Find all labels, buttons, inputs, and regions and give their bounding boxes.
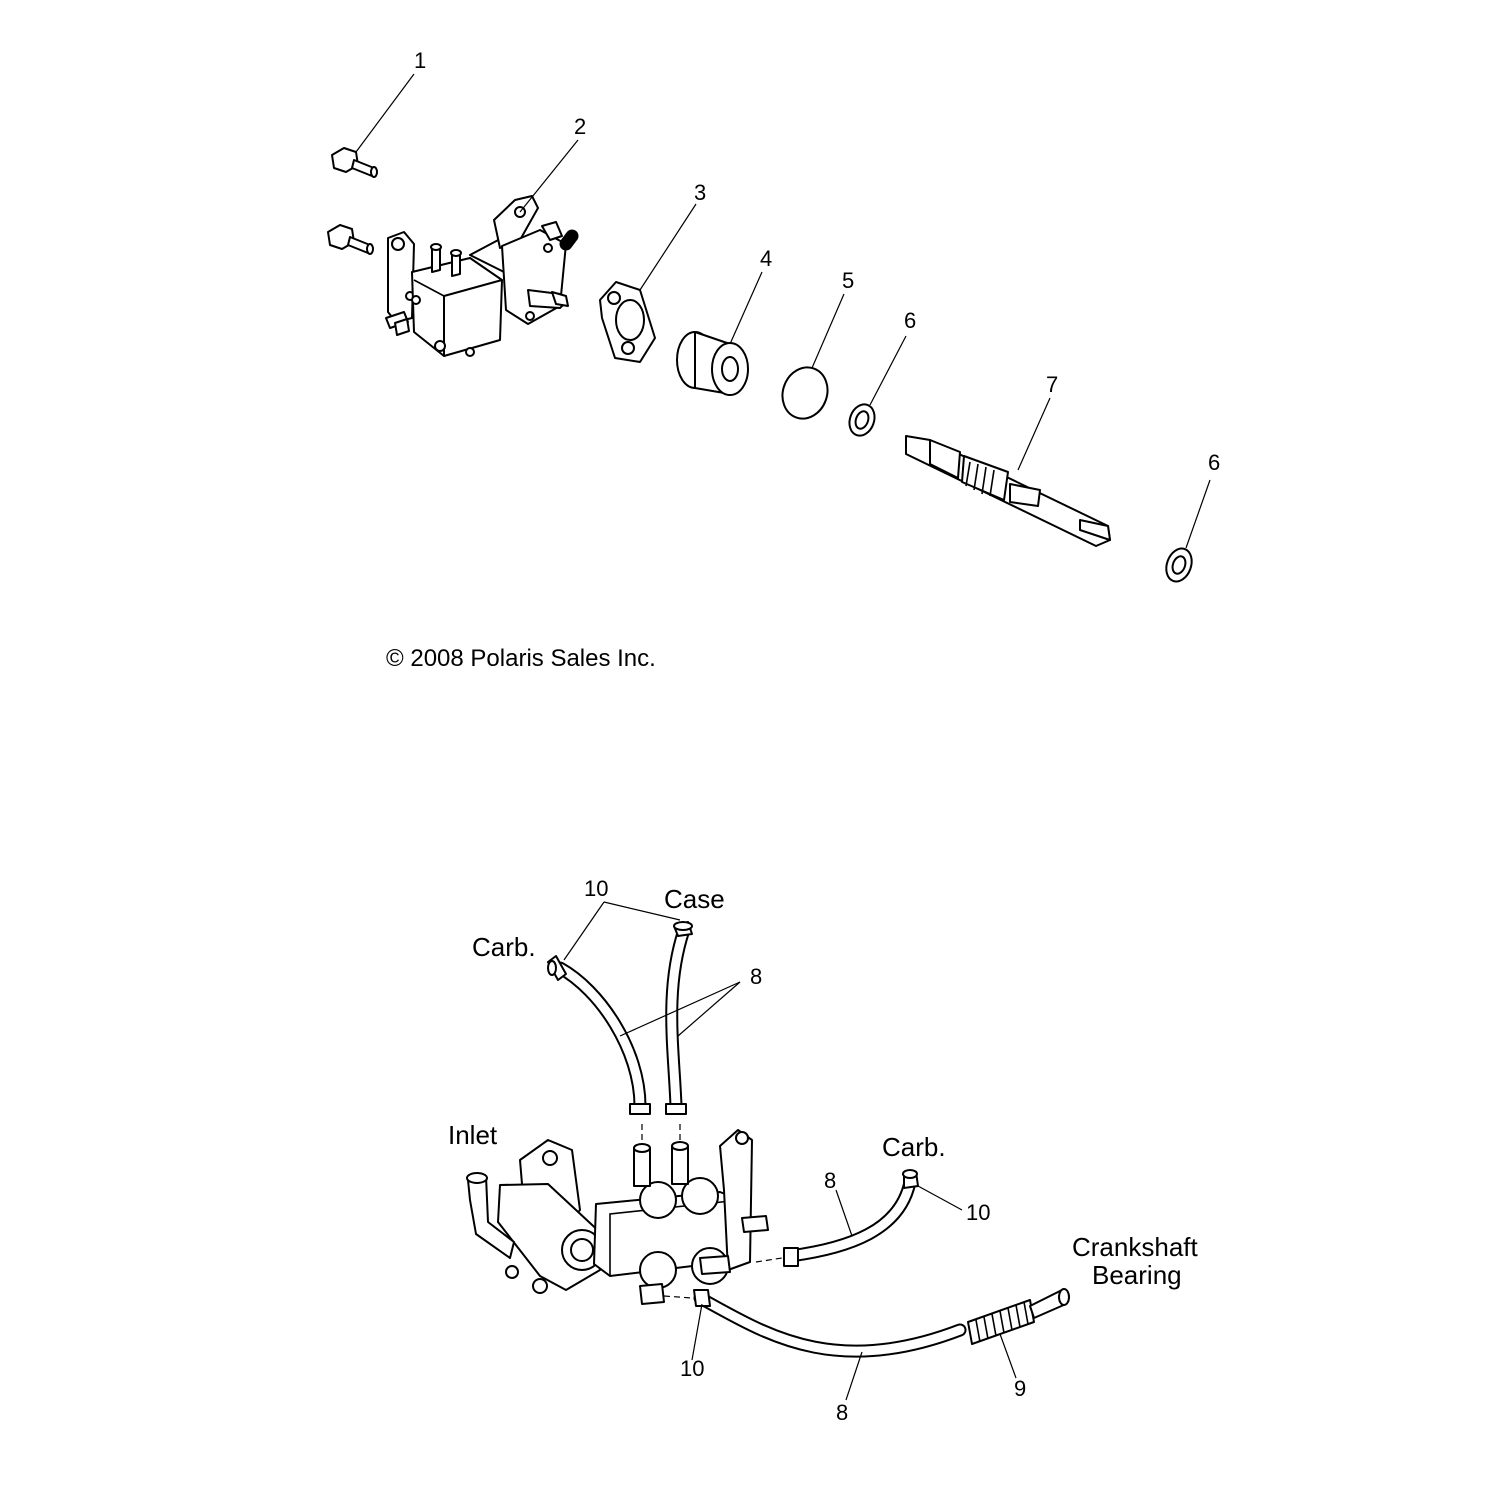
callout-5: 5 — [842, 268, 854, 293]
upper-hoses-part-8 — [547, 921, 693, 1140]
spring-check-valve-part-9 — [967, 1288, 1070, 1345]
callout-9: 9 — [1014, 1376, 1026, 1401]
oil-pump-assembly — [466, 1129, 769, 1305]
bolt-part-1 — [327, 147, 378, 255]
lower-hose-part-8 — [663, 1289, 967, 1358]
top-leader-lines — [355, 73, 1211, 549]
bottom-leader-lines — [563, 901, 1017, 1401]
callout-3: 3 — [694, 180, 706, 205]
callout-4: 4 — [760, 246, 772, 271]
callout-10-top: 10 — [584, 876, 608, 901]
callout-7: 7 — [1046, 372, 1058, 397]
callout-8-right-hose: 8 — [824, 1168, 836, 1193]
copyright-notice: © 2008 Polaris Sales Inc. — [386, 645, 656, 672]
callout-8-lower-hose: 8 — [836, 1400, 848, 1425]
callout-6-lower: 6 — [1208, 450, 1220, 475]
washer-part-6-upper — [848, 403, 876, 437]
right-hose-part-8 — [755, 1169, 919, 1267]
callout-2: 2 — [574, 114, 586, 139]
gasket-part-3 — [599, 281, 656, 363]
callout-6-upper: 6 — [904, 308, 916, 333]
shaft-part-7 — [905, 435, 1111, 547]
filter-part-4 — [676, 331, 749, 396]
callout-10-right: 10 — [966, 1200, 990, 1225]
label-crankshaft: Crankshaft — [1072, 1232, 1198, 1262]
o-ring-part-5 — [781, 366, 829, 420]
callout-1: 1 — [414, 48, 426, 73]
washer-part-6-lower — [1165, 547, 1193, 583]
label-carb-top: Carb. — [472, 932, 536, 962]
callout-10-bottom: 10 — [680, 1356, 704, 1381]
callout-8-upper-hoses: 8 — [750, 964, 762, 989]
label-case: Case — [664, 884, 725, 914]
oil-pump-part-2 — [385, 195, 579, 357]
label-carb-right: Carb. — [882, 1132, 946, 1162]
label-bearing: Bearing — [1092, 1260, 1182, 1290]
label-inlet: Inlet — [448, 1120, 498, 1150]
